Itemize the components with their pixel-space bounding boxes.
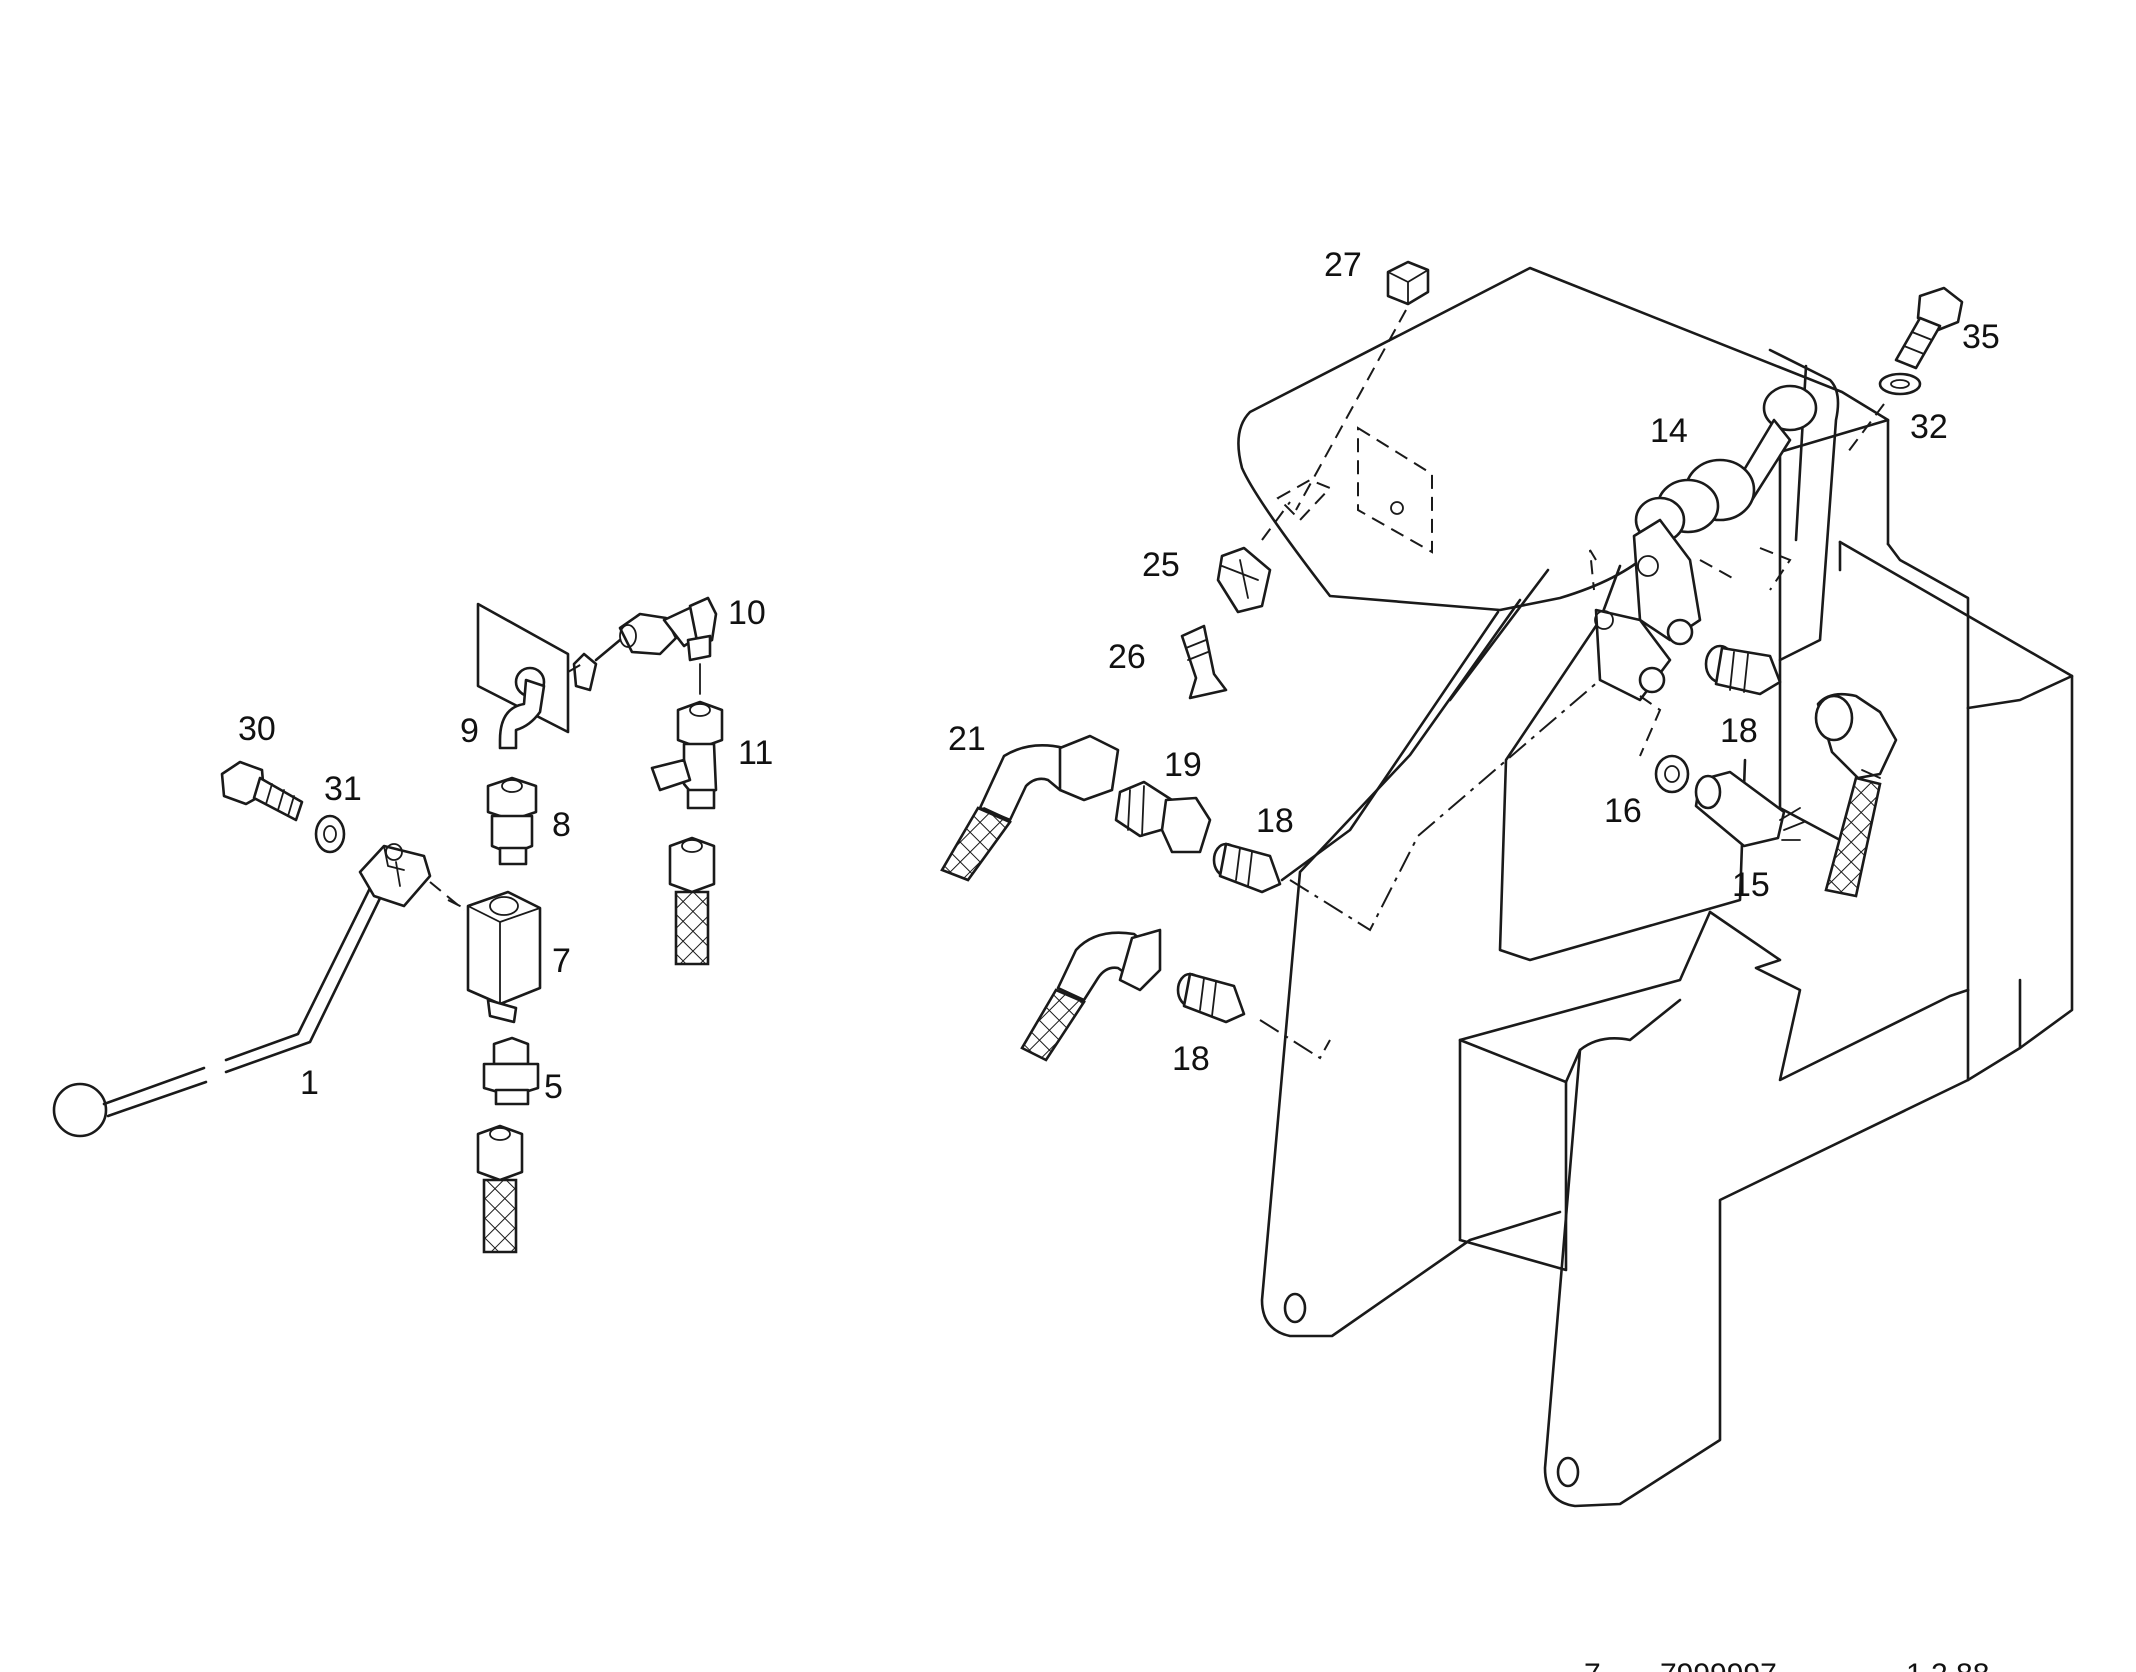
footer-ref-sheet: 7: [1584, 1658, 1601, 1672]
part-1-lever: [52, 843, 465, 1138]
part-21-elbow-hose: [940, 734, 1120, 882]
part-18-fitting-upper: [1704, 644, 1782, 696]
label-1: 1: [300, 1064, 319, 1102]
label-10: 10: [728, 594, 766, 632]
label-32: 32: [1910, 408, 1948, 446]
label-8: 8: [552, 806, 571, 844]
label-14: 14: [1650, 412, 1688, 450]
elbow-hose-lower: [1020, 928, 1162, 1062]
label-27: 27: [1324, 246, 1362, 284]
label-30: 30: [238, 710, 276, 748]
label-21: 21: [948, 720, 986, 758]
label-18-upper: 18: [1720, 712, 1758, 750]
label-7: 7: [552, 942, 571, 980]
part-35-bolt: [1894, 286, 1964, 370]
part-16-washer: [1639, 695, 1690, 794]
label-11: 11: [738, 734, 773, 772]
part-18-fitting-middle: [1212, 679, 1601, 932]
label-18-middle: 18: [1256, 802, 1294, 840]
part-31-washer: [314, 814, 346, 854]
label-19: 19: [1164, 746, 1202, 784]
valve-assembly: [1589, 384, 1818, 702]
part-15-sensor: [1694, 770, 1805, 848]
label-5: 5: [544, 1068, 563, 1106]
label-26: 26: [1108, 638, 1146, 676]
label-15: 15: [1732, 866, 1770, 904]
mounting-bracket: [1237, 266, 2074, 1508]
part-9-angle-fitting: [476, 602, 598, 750]
label-18-lower: 18: [1172, 1040, 1210, 1078]
label-35: 35: [1962, 318, 2000, 356]
part-10-tee: [594, 596, 718, 662]
part-11-tee-fitting: [650, 663, 724, 810]
part-18-fitting-lower: [1176, 972, 1331, 1060]
hose-right: [1814, 692, 1898, 898]
part-5-fitting: [482, 1036, 540, 1106]
hose-under-5: [476, 1124, 524, 1254]
part-32-washer: [1847, 372, 1922, 453]
part-30-bolt: [220, 760, 304, 822]
part-27-nut: [1276, 260, 1430, 522]
label-25: 25: [1142, 546, 1180, 584]
footer-ref-number: 7999997: [1660, 1658, 1777, 1672]
label-16: 16: [1604, 792, 1642, 830]
part-7-valve-block: [447, 890, 542, 1024]
part-26-screw: [1180, 624, 1228, 700]
hose-under-11: [668, 836, 716, 966]
part-25-clip: [1216, 501, 1291, 614]
footer-ref-date: 1.2.88: [1906, 1658, 1989, 1672]
label-31: 31: [324, 770, 362, 808]
part-19-adapter: [1114, 780, 1212, 854]
label-9: 9: [460, 712, 479, 750]
part-8-adapter: [486, 776, 538, 866]
